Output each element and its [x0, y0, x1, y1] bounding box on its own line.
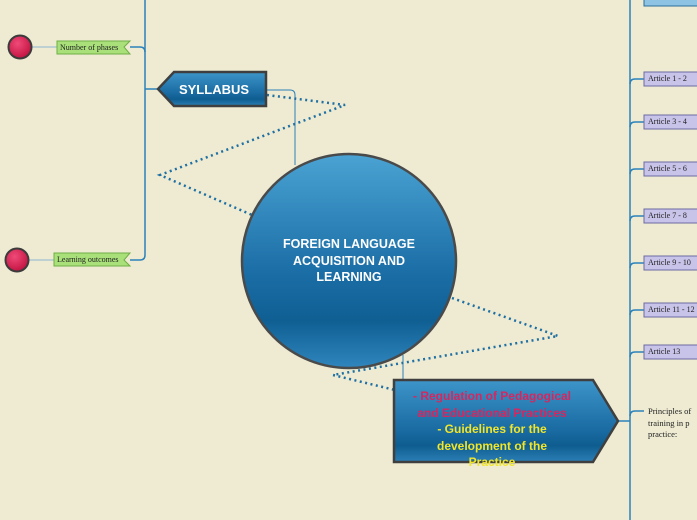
regulation-line: and Educational Practices: [417, 405, 567, 420]
article-box-4[interactable]: [643, 208, 697, 224]
top-right-node[interactable]: [643, 0, 697, 7]
dotted-relation-left: [156, 93, 346, 217]
central-topic-line: FOREIGN LANGUAGE: [283, 237, 415, 251]
central-topic-line: ACQUISITION AND: [292, 253, 406, 268]
article-box-7[interactable]: [643, 344, 697, 360]
article-box-2[interactable]: [643, 114, 697, 130]
regulation-line: - Regulation of Pedagogical: [412, 389, 571, 403]
article-label: Article 11 - 12: [648, 305, 695, 314]
regulation-line: Practice: [468, 455, 516, 469]
principles-node[interactable]: Principles of training in p practice:: [648, 406, 692, 439]
article-label: Article 1 - 2: [648, 74, 687, 83]
article-boxes: [643, 71, 697, 360]
central-topic-label: FOREIGN LANGUAGE ACQUISITION AND LEARNIN…: [262, 236, 436, 286]
syllabus-node[interactable]: [156, 70, 268, 108]
marker-outcomes-icon: [4, 247, 30, 273]
central-topic-line: LEARNING: [316, 270, 382, 284]
regulation-label: - Regulation of Pedagogical and Educatio…: [396, 388, 588, 471]
article-box-6[interactable]: [643, 302, 697, 318]
dotted-relation-right: [332, 296, 563, 392]
article-label: Article 5 - 6: [648, 164, 687, 173]
leaf-label-number-of-phases: Number of phases: [60, 43, 119, 52]
marker-phases-icon: [7, 34, 33, 60]
regulation-line: - Guidelines for the: [437, 422, 547, 436]
article-box-5[interactable]: [643, 255, 697, 271]
connector-syllabus-center: [266, 89, 296, 165]
article-label: Article 9 - 10: [648, 258, 691, 267]
article-label: Article 7 - 8: [648, 211, 687, 220]
regulation-node[interactable]: [392, 378, 620, 464]
article-label: Article 3 - 4: [648, 117, 687, 126]
connector-number-of-phases: [130, 46, 146, 53]
leaf-label-learning-outcomes: Learning outcomes: [57, 255, 119, 264]
leaf-learning-outcomes[interactable]: [53, 252, 132, 267]
article-connectors: [629, 78, 644, 417]
regulation-line: development of the: [436, 438, 547, 453]
leaf-number-of-phases[interactable]: [56, 40, 132, 55]
central-topic-node[interactable]: [240, 152, 458, 370]
article-box-1[interactable]: [643, 71, 697, 87]
syllabus-label: SYLLABUS: [178, 82, 250, 97]
article-label: Article 13: [648, 347, 681, 356]
article-box-3[interactable]: [643, 161, 697, 177]
left-connector: [130, 0, 146, 261]
